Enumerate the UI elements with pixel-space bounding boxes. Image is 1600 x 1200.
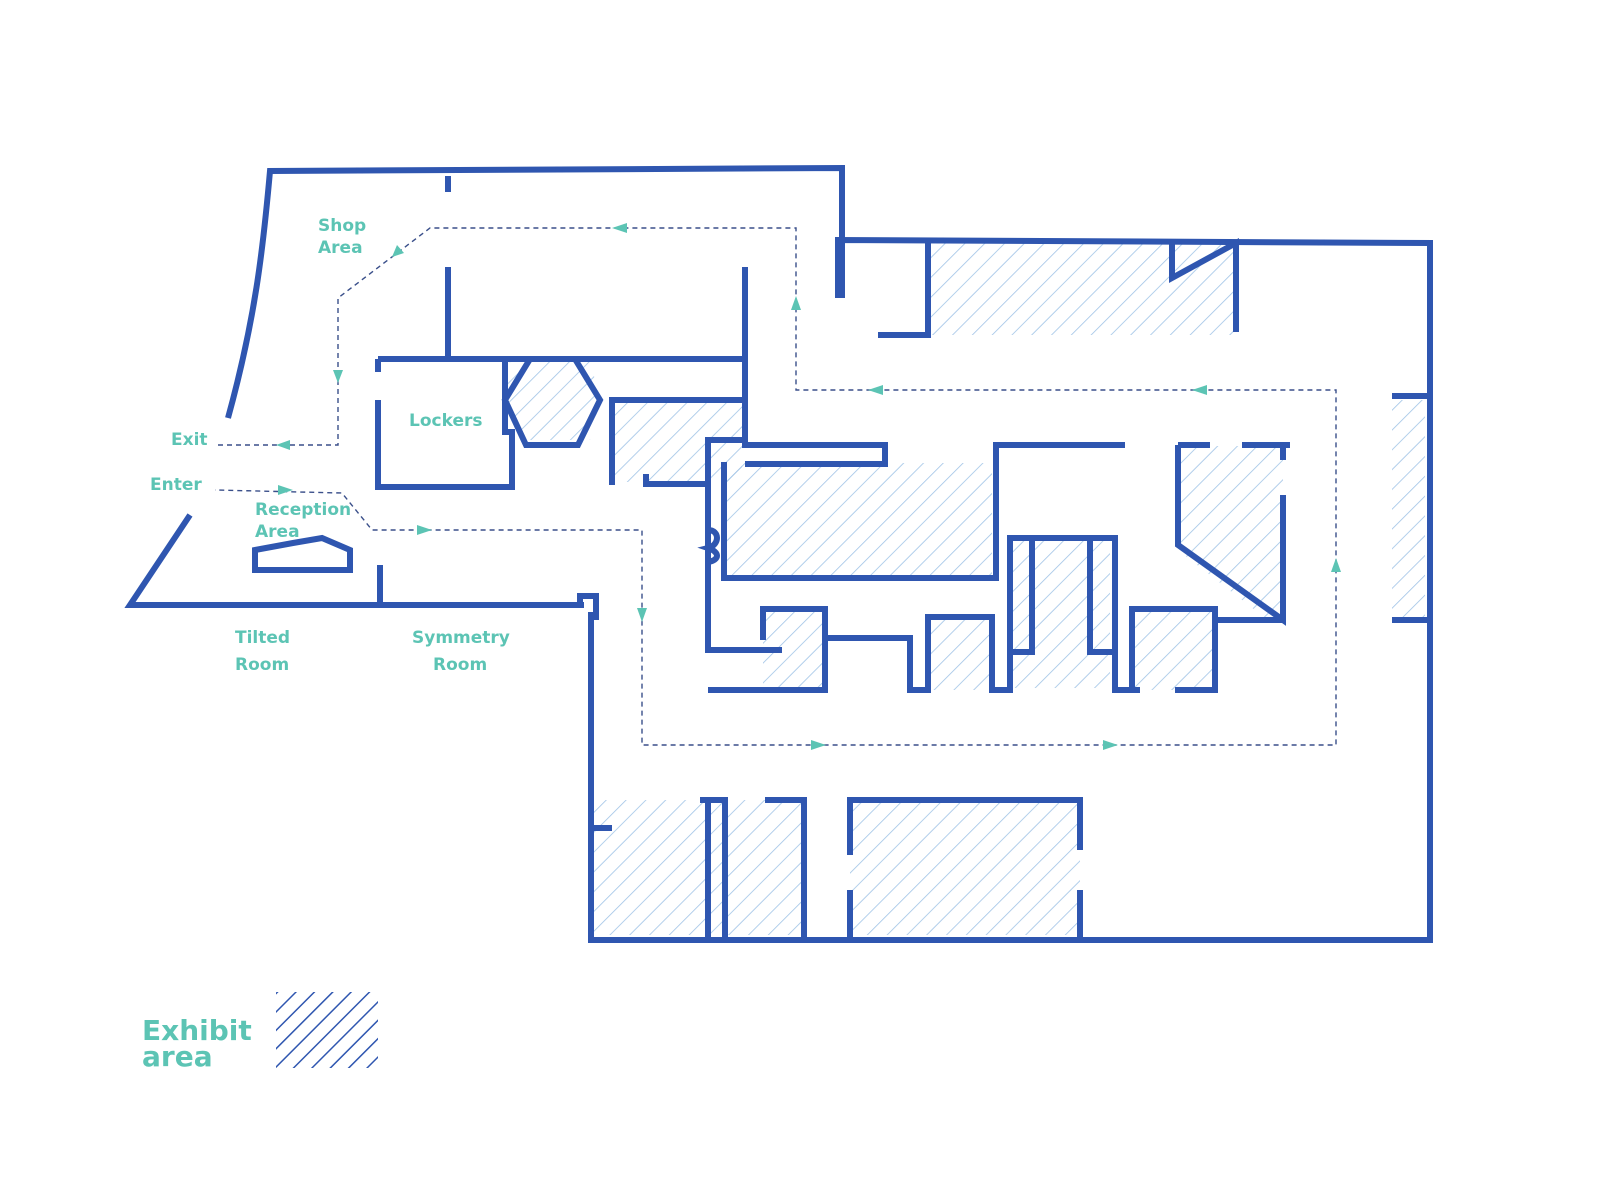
label-tilted-room-1: Tilted (235, 628, 290, 648)
exhibit-area-lower-row-4 (1132, 610, 1212, 690)
route-arrow-down-left (333, 370, 343, 383)
exhibit-area-near-lockers (505, 360, 600, 440)
legend-hatch-swatch (276, 992, 378, 1068)
exhibit-area-far-right (1392, 400, 1425, 618)
route-arrow-enter (278, 485, 293, 495)
walls (124, 164, 1433, 943)
room-labels: Shop Area Lockers Exit Enter Reception A… (150, 216, 510, 675)
label-shop-area-1: Shop (318, 216, 366, 236)
exhibit-area-lower-row-3 (1010, 538, 1110, 688)
label-symmetry-room-1: Symmetry (412, 628, 510, 648)
route-arrow-shop (392, 245, 404, 257)
exhibit-area-bottom-left (594, 800, 804, 935)
legend-label-line1: Exhibit (142, 1014, 252, 1047)
exhibit-area-center (722, 463, 992, 578)
label-lockers: Lockers (409, 411, 482, 431)
label-tilted-room-2: Room (235, 655, 289, 675)
visitor-route (214, 223, 1341, 750)
route-arrow-down (637, 608, 647, 622)
label-symmetry-room-2: Room (433, 655, 487, 675)
label-exit: Exit (171, 430, 208, 450)
route-arrow-reception (417, 525, 432, 535)
legend-label-line2: area (142, 1040, 213, 1073)
route-arrow-bottom-2 (1103, 740, 1118, 750)
label-reception-area-2: Area (255, 522, 300, 542)
label-reception-area-1: Reception (255, 500, 351, 520)
label-enter: Enter (150, 475, 202, 495)
legend: Exhibit area (142, 992, 378, 1073)
exhibit-area-top-right (928, 243, 1236, 335)
exhibit-area-right-triangle (1178, 446, 1283, 618)
route-arrow-up (791, 296, 801, 310)
exhibit-area-bottom-center (850, 803, 1080, 935)
exhibit-areas (505, 243, 1425, 935)
exhibit-area-lower-row-2 (928, 617, 990, 690)
route-arrow-middle-2 (1192, 385, 1207, 395)
route-arrow-top (612, 223, 627, 233)
route-arrow-bottom-1 (811, 740, 826, 750)
route-arrow-right-up (1331, 558, 1341, 572)
route-arrow-exit (276, 440, 290, 450)
route-arrow-middle-1 (868, 385, 883, 395)
label-shop-area-2: Area (318, 238, 363, 258)
